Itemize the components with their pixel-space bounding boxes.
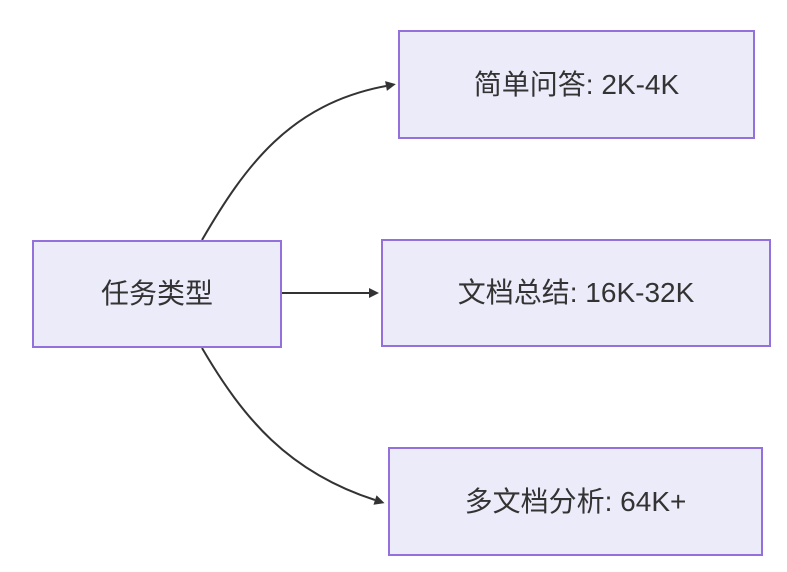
edge-task-to-multi-doc-arrow — [201, 347, 385, 505]
node-multi-doc: 多文档分析: 64K+ — [388, 447, 763, 556]
node-doc-summary-label: 文档总结: 16K-32K — [457, 277, 695, 309]
node-multi-doc-label: 多文档分析: 64K+ — [464, 485, 687, 517]
node-simple-qa: 简单问答: 2K-4K — [398, 30, 755, 139]
node-task-type-label: 任务类型 — [100, 278, 213, 310]
node-doc-summary: 文档总结: 16K-32K — [381, 239, 771, 347]
node-task-type: 任务类型 — [32, 240, 282, 348]
edge-task-to-simple-qa-arrow — [201, 81, 396, 241]
node-simple-qa-label: 简单问答: 2K-4K — [473, 68, 680, 100]
